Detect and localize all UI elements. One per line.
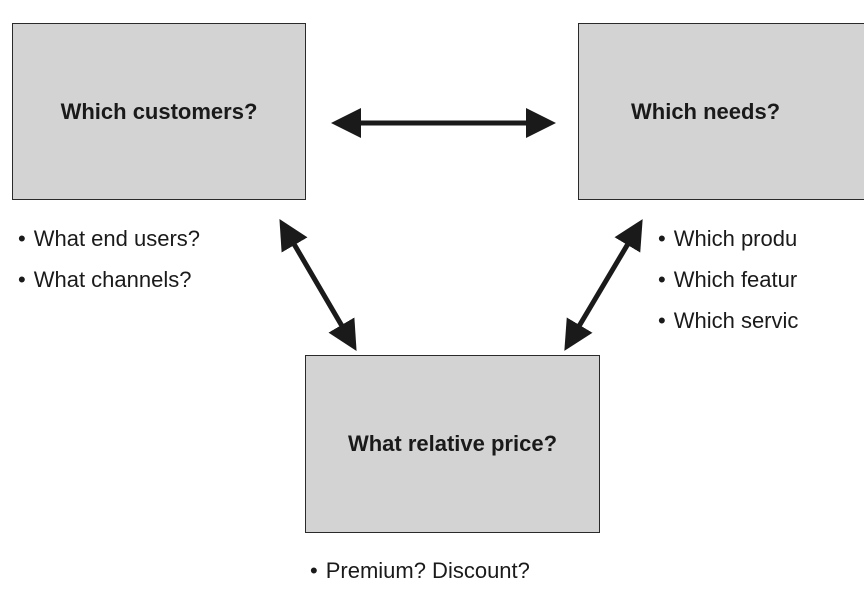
price-bullet-list: Premium? Discount? <box>310 550 530 591</box>
bullet-item: Which produ <box>658 218 798 259</box>
bullet-item: Which featur <box>658 259 798 300</box>
which-needs-box: Which needs? <box>578 23 864 200</box>
arrow-needs-price <box>564 219 643 351</box>
bullet-item: Which servic <box>658 300 799 341</box>
what-relative-price-title: What relative price? <box>347 431 558 456</box>
arrow-customers-price <box>279 219 357 351</box>
what-relative-price-box: What relative price? <box>305 355 600 533</box>
which-needs-title: Which needs? <box>631 98 781 124</box>
which-customers-title: Which customers? <box>60 98 258 124</box>
bullet-item: Premium? Discount? <box>310 550 530 591</box>
customers-bullet-list: What end users? What channels? <box>18 218 200 300</box>
bullet-item: What channels? <box>18 259 200 300</box>
bullet-item: What end users? <box>18 218 200 259</box>
which-customers-box: Which customers? <box>12 23 306 200</box>
needs-bullet-list: Which produ Which featur Which servic <box>658 218 799 341</box>
